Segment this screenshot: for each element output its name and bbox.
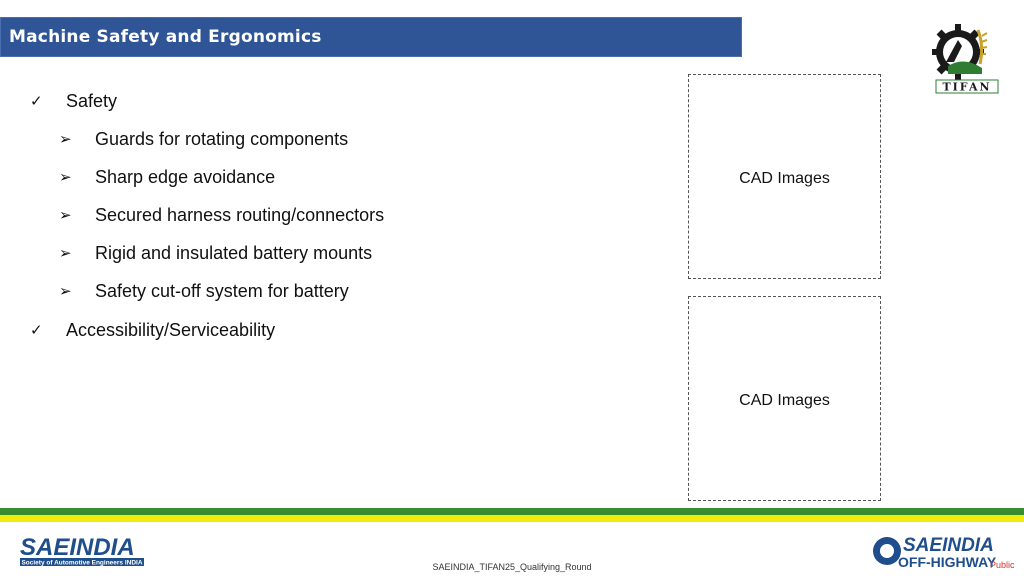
title-bar: Machine Safety and Ergonomics	[0, 17, 742, 57]
list-item: ✓ Accessibility/Serviceability	[30, 320, 276, 341]
list-item-text: Safety cut-off system for battery	[95, 281, 349, 301]
cad-image-placeholder[interactable]: CAD Images	[688, 296, 881, 501]
offhighway-logo-text-top: SAEINDIA	[903, 535, 994, 556]
gear-logo-icon: TIFAN	[932, 24, 999, 94]
list-item: ✓ Safety	[30, 91, 118, 112]
footer-text: SAEINDIA_TIFAN25_Qualifying_Round	[432, 562, 592, 572]
tifan-logo-text: TIFAN	[942, 81, 991, 94]
list-item-text: Secured harness routing/connectors	[95, 205, 385, 225]
list-item-text: Rigid and insulated battery mounts	[95, 243, 373, 263]
placeholder-label: CAD Images	[739, 392, 830, 409]
classification-label: Public	[990, 560, 1015, 570]
list-item: ➢ Sharp edge avoidance	[59, 167, 276, 188]
arrow-bullet-icon: ➢	[59, 283, 72, 300]
footer-stripe-green	[0, 508, 1024, 515]
list-item: ➢ Guards for rotating components	[59, 129, 349, 150]
list-item: ➢ Safety cut-off system for battery	[59, 281, 349, 302]
footer-stripe-yellow	[0, 515, 1024, 522]
list-item-text: Guards for rotating components	[95, 129, 349, 149]
arrow-bullet-icon: ➢	[59, 245, 72, 262]
page-title: Machine Safety and Ergonomics	[9, 27, 322, 47]
arrow-bullet-icon: ➢	[59, 131, 72, 148]
saeindia-logo-subtext: Society of Automotive Engineers INDIA	[21, 560, 142, 567]
list-item-text: Accessibility/Serviceability	[66, 320, 276, 340]
cad-image-placeholder[interactable]: CAD Images	[688, 74, 881, 279]
list-item-text: Safety	[66, 91, 118, 111]
checkmark-icon: ✓	[30, 322, 43, 339]
placeholder-label: CAD Images	[739, 170, 830, 187]
list-item: ➢ Rigid and insulated battery mounts	[59, 243, 373, 264]
saeindia-off-highway-logo: SAEINDIA OFF-HIGHWAY	[872, 534, 1004, 570]
arrow-bullet-icon: ➢	[59, 169, 72, 186]
checkmark-icon: ✓	[30, 93, 43, 110]
offhighway-logo-text-bottom: OFF-HIGHWAY	[898, 554, 997, 570]
list-item-text: Sharp edge avoidance	[95, 167, 276, 187]
tifan-logo: TIFAN	[924, 16, 1004, 96]
saeindia-logo: SAEINDIA Society of Automotive Engineers…	[18, 533, 146, 567]
saeindia-logo-text: SAEINDIA	[20, 534, 135, 561]
arrow-bullet-icon: ➢	[59, 207, 72, 224]
list-item: ➢ Secured harness routing/connectors	[59, 205, 385, 226]
